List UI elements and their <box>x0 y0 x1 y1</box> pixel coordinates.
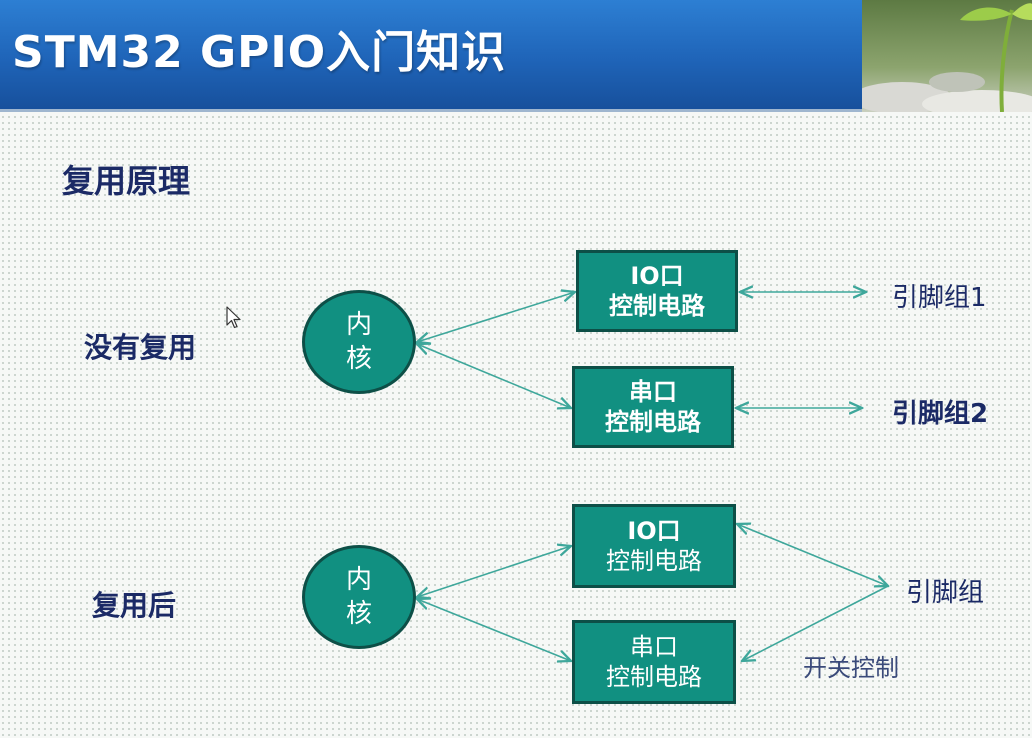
arrow-core-to-uart-bottom <box>417 599 571 661</box>
io-box-line2: 控制电路 <box>609 292 705 320</box>
uart-control-box-bottom: 串口 控制电路 <box>572 620 736 704</box>
switch-control-label: 开关控制 <box>803 654 899 682</box>
io-control-box-bottom: IO口 控制电路 <box>572 504 736 588</box>
label-no-mux: 没有复用 <box>84 331 197 364</box>
io-control-box-top: IO口 控制电路 <box>576 250 738 332</box>
core-node-bottom: 内 核 <box>302 545 416 649</box>
pin-group-2-label: 引脚组2 <box>892 399 989 429</box>
mouse-pointer-icon <box>226 306 241 329</box>
label-with-mux: 复用后 <box>92 589 177 622</box>
core-label-line1: 内 <box>345 310 372 340</box>
sprout-photo-image <box>862 0 1032 112</box>
io-box-line2: 控制电路 <box>606 547 702 575</box>
pin-group-label: 引脚组 <box>906 578 985 608</box>
uart-control-box-top: 串口 控制电路 <box>572 366 734 448</box>
arrow-core-to-io-bottom <box>417 546 571 597</box>
io-box-line1: IO口 <box>627 517 681 545</box>
core-label-line1: 内 <box>345 565 372 595</box>
core-label-line2: 核 <box>345 599 372 629</box>
uart-box-line1: 串口 <box>629 378 677 406</box>
io-box-line1: IO口 <box>630 262 684 290</box>
arrow-core-to-uart-top <box>417 344 571 408</box>
core-node-top: 内 核 <box>302 290 416 394</box>
arrow-core-to-io-top <box>417 292 575 342</box>
title-bar: STM32 GPIO入门知识 <box>0 0 1032 112</box>
uart-box-line1: 串口 <box>630 633 678 661</box>
header-photo <box>862 0 1032 112</box>
uart-box-line2: 控制电路 <box>606 663 702 691</box>
core-label-line2: 核 <box>345 344 372 374</box>
arrow-uart-to-pingroup <box>742 585 889 661</box>
arrow-io-to-pingroup <box>737 524 888 586</box>
slide-title: STM32 GPIO入门知识 <box>12 27 507 78</box>
section-title: 复用原理 <box>62 162 191 200</box>
pin-group-1-label: 引脚组1 <box>892 283 987 313</box>
uart-box-line2: 控制电路 <box>605 408 701 436</box>
